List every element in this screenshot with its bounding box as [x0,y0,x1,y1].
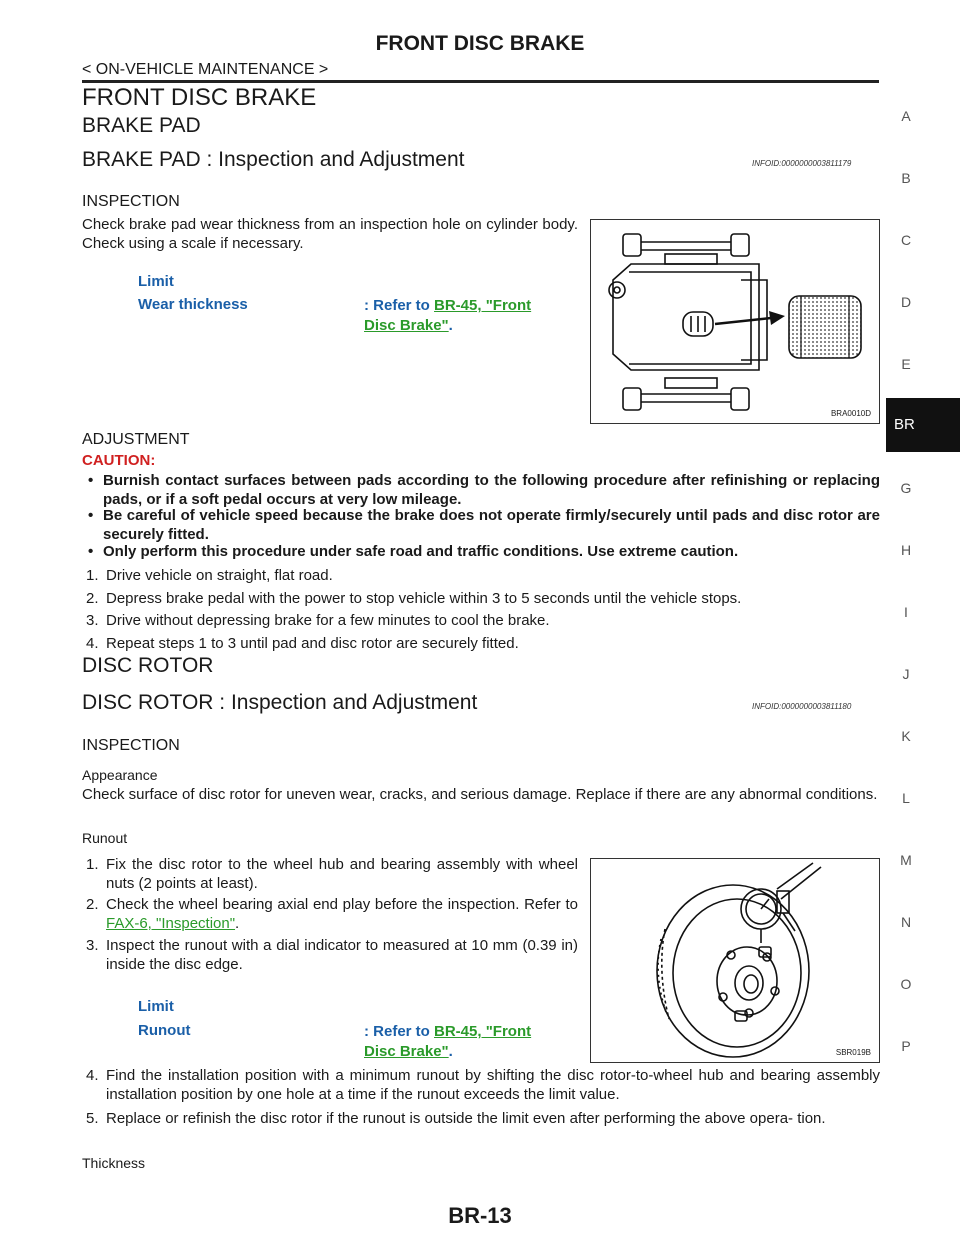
bullet-icon: • [88,507,94,524]
side-index-letter[interactable]: N [900,914,912,930]
side-index-letter[interactable]: C [900,232,912,248]
inspection-title: INSPECTION [82,193,180,210]
running-header-subtitle: < ON-VEHICLE MAINTENANCE > [82,61,329,78]
fax-inspection-link[interactable]: FAX-6, "Inspection" [106,915,236,932]
side-index-letter[interactable]: O [900,976,912,992]
refer-prefix: : Refer to [364,297,435,314]
side-index-letter[interactable]: P [901,1038,911,1054]
caution-item: • Be careful of vehicle speed because th… [88,507,880,543]
side-index: A B C D E BR G H I J K L M N O P [886,0,960,1242]
infoid: INFOID:0000000003811179 [752,159,852,168]
runout-link[interactable]: BR-45, "Front Disc Brake" [364,1023,532,1060]
disc-rotor-title: DISC ROTOR [82,654,214,677]
side-index-letter[interactable]: E [901,356,911,372]
brake-pad-title: BRAKE PAD [82,114,201,137]
disc-rotor-subtitle: DISC ROTOR : Inspection and Adjustment [82,691,478,714]
caliper-figure: BRA0010D [590,219,880,424]
wear-thickness-value: : Refer to BR-45, "Front Disc Brake". [364,296,564,336]
side-index-letter[interactable]: B [901,170,911,186]
header-rule [82,80,879,83]
wear-thickness-link[interactable]: BR-45, "Front Disc Brake" [364,297,532,334]
brake-pad-subtitle: BRAKE PAD : Inspection and Adjustment [82,148,465,171]
period: . [448,317,453,334]
bullet-icon: • [88,472,94,489]
bullet-icon: • [88,543,94,560]
infoid: INFOID:0000000003811180 [752,702,852,711]
inspection-title: INSPECTION [82,737,180,754]
page-number: BR-13 [448,1203,512,1228]
thickness-title: Thickness [82,1155,146,1171]
side-index-letter[interactable]: A [901,108,911,124]
runout-title: Runout [82,830,128,846]
caution-title: CAUTION: [82,452,156,469]
section-title: FRONT DISC BRAKE [82,84,317,111]
disc-rotor-figure: SBR019B [590,858,880,1063]
side-index-active-tab[interactable]: BR [886,398,960,452]
caliper-illustration [608,233,862,411]
wear-thickness-label: Wear thickness [138,296,248,313]
appearance-title: Appearance [82,767,158,783]
side-index-letter[interactable]: I [904,604,908,620]
caution-item: • Burnish contact surfaces between pads … [88,472,880,508]
runout-value: : Refer to BR-45, "Front Disc Brake". [364,1022,564,1062]
side-index-letter[interactable]: M [900,852,912,868]
running-header-title: FRONT DISC BRAKE [375,32,585,55]
side-index-letter[interactable]: G [900,480,912,496]
adjustment-title: ADJUSTMENT [82,431,190,448]
refer-prefix: : Refer to [364,1023,435,1040]
side-index-letter[interactable]: J [902,666,910,682]
caution-item: • Only perform this procedure under safe… [88,543,739,560]
period: . [448,1043,453,1060]
side-index-letter[interactable]: H [900,542,912,558]
side-index-letter[interactable]: D [900,294,912,310]
figure-code: BRA0010D [830,409,871,418]
inspection-text: Check brake pad wear thickness from an i… [82,216,578,252]
figure-code: SBR019B [835,1048,871,1057]
limit-label: Limit [138,273,174,290]
side-index-letter[interactable]: K [901,728,911,744]
runout-label: Runout [138,1022,191,1039]
appearance-text: Check surface of disc rotor for uneven w… [82,786,878,803]
limit-label: Limit [138,998,174,1015]
disc-rotor-illustration [656,862,822,1058]
side-index-letter[interactable]: L [902,790,910,806]
